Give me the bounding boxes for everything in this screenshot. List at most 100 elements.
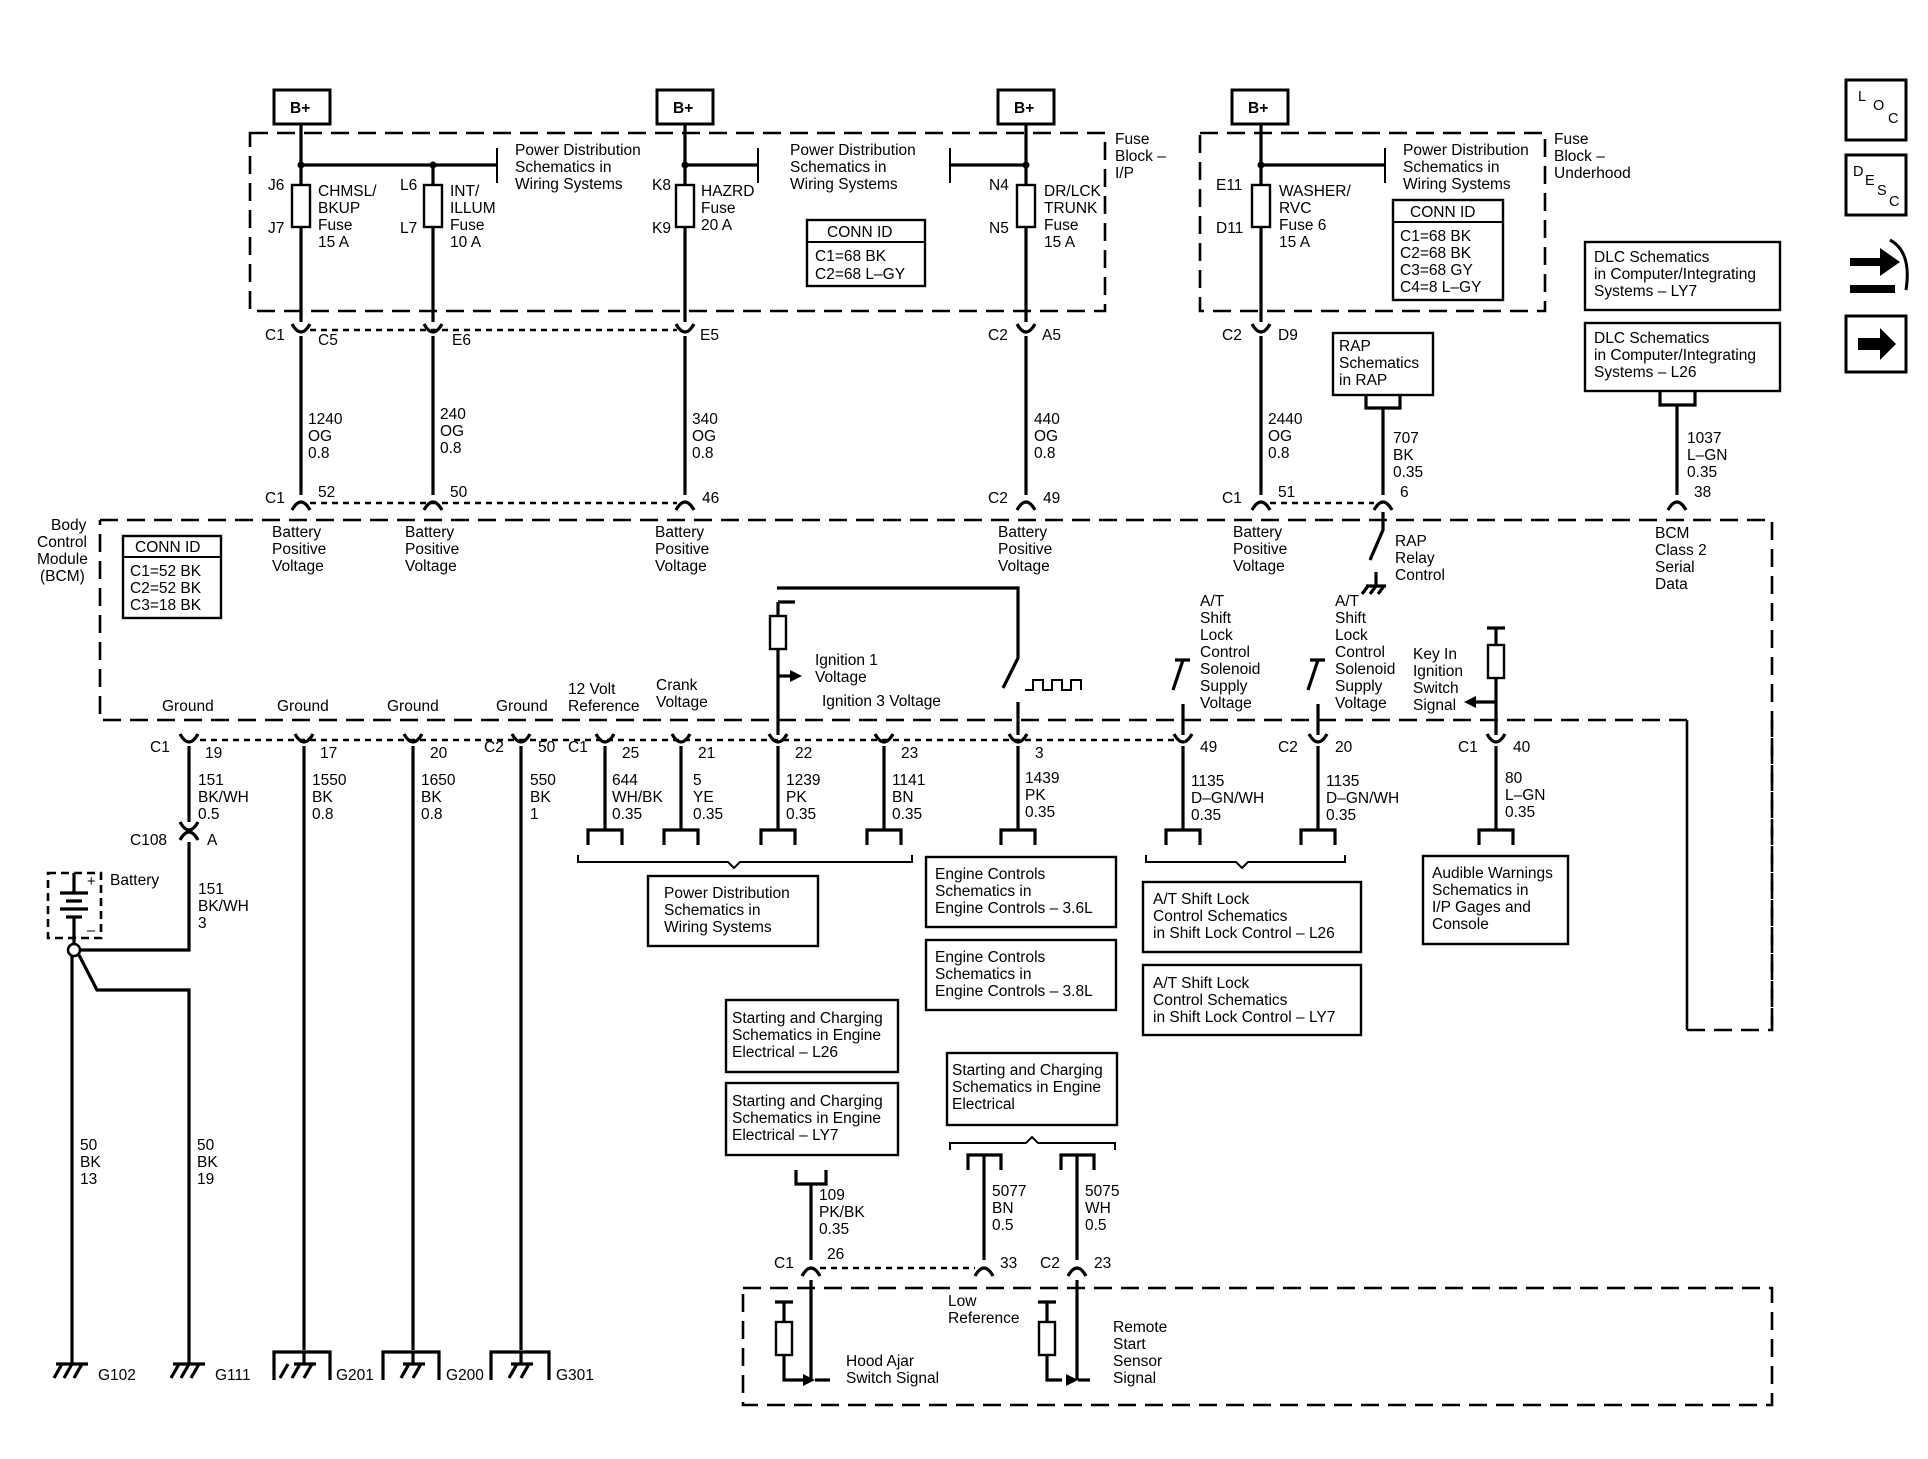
svg-text:G301: G301 xyxy=(556,1367,594,1384)
next-icon[interactable] xyxy=(1844,314,1908,374)
svg-text:Fuse: Fuse xyxy=(318,217,352,234)
svg-text:Shift: Shift xyxy=(1335,610,1367,627)
svg-text:BK: BK xyxy=(530,789,551,806)
svg-text:in Shift Lock Control – L26: in Shift Lock Control – L26 xyxy=(1153,925,1335,942)
svg-text:Schematics in: Schematics in xyxy=(664,902,760,919)
svg-text:Voltage: Voltage xyxy=(1200,695,1252,712)
svg-text:Schematics in: Schematics in xyxy=(935,883,1031,900)
svg-text:Voltage: Voltage xyxy=(1335,695,1387,712)
svg-text:Battery: Battery xyxy=(405,524,454,541)
svg-text:0.8: 0.8 xyxy=(308,445,330,462)
svg-text:C1=68 BK: C1=68 BK xyxy=(815,248,887,265)
svg-text:0.8: 0.8 xyxy=(1034,445,1056,462)
svg-text:INT/: INT/ xyxy=(450,183,480,200)
svg-text:Voltage: Voltage xyxy=(998,558,1050,575)
svg-text:Shift: Shift xyxy=(1200,610,1232,627)
svg-text:L–GN: L–GN xyxy=(1687,447,1728,464)
ground-labels: Ground Ground Ground Ground 12 VoltRefer… xyxy=(162,677,708,715)
svg-text:50: 50 xyxy=(197,1137,215,1154)
connector-icon[interactable] xyxy=(1850,238,1909,293)
svg-text:C1: C1 xyxy=(1222,490,1242,507)
fuse-block-underhood-outline xyxy=(1198,131,1547,313)
svg-text:Solenoid: Solenoid xyxy=(1200,661,1260,678)
svg-text:BKUP: BKUP xyxy=(318,200,360,217)
svg-text:A/T: A/T xyxy=(1335,593,1360,610)
svg-text:Fuse: Fuse xyxy=(701,200,735,217)
svg-text:Fuse: Fuse xyxy=(1115,131,1149,148)
conn-id-ip: CONN ID C1=68 BK C2=68 L–GY xyxy=(805,218,927,288)
svg-text:CONN ID: CONN ID xyxy=(1410,204,1475,221)
svg-text:A: A xyxy=(207,832,218,849)
svg-text:Ignition: Ignition xyxy=(1413,663,1463,680)
svg-text:C2: C2 xyxy=(484,739,504,756)
svg-text:Battery: Battery xyxy=(998,524,1047,541)
svg-text:RAP: RAP xyxy=(1339,338,1371,355)
svg-text:D9: D9 xyxy=(1278,327,1298,344)
svg-text:Schematics in Engine: Schematics in Engine xyxy=(952,1079,1101,1096)
svg-text:151: 151 xyxy=(198,881,224,898)
svg-text:1239: 1239 xyxy=(786,772,820,789)
svg-text:52: 52 xyxy=(318,484,335,501)
svg-text:Module: Module xyxy=(37,551,88,568)
svg-text:WH: WH xyxy=(1085,1200,1111,1217)
svg-text:BN: BN xyxy=(892,789,914,806)
svg-text:Wiring Systems: Wiring Systems xyxy=(664,919,772,936)
bplus-2: B+ xyxy=(655,88,715,126)
svg-text:E6: E6 xyxy=(452,332,471,349)
svg-text:Engine Controls – 3.8L: Engine Controls – 3.8L xyxy=(935,983,1093,1000)
svg-text:DLC Schematics: DLC Schematics xyxy=(1594,249,1710,266)
svg-text:Underhood: Underhood xyxy=(1554,165,1631,182)
svg-text:Supply: Supply xyxy=(1200,678,1248,695)
svg-text:0.5: 0.5 xyxy=(992,1217,1014,1234)
svg-text:Switch Signal: Switch Signal xyxy=(846,1370,939,1387)
svg-text:D–GN/WH: D–GN/WH xyxy=(1326,790,1399,807)
svg-text:L7: L7 xyxy=(400,220,417,237)
svg-text:+: + xyxy=(87,874,95,890)
svg-text:Positive: Positive xyxy=(272,541,326,558)
svg-text:Power Distribution: Power Distribution xyxy=(515,142,641,159)
svg-text:3: 3 xyxy=(1035,745,1044,762)
svg-text:B+: B+ xyxy=(673,100,693,117)
conn-id-bcm: CONN ID C1=52 BK C2=52 BK C3=18 BK xyxy=(121,534,223,620)
loc-icon[interactable]: LOC xyxy=(1844,78,1908,142)
svg-text:Schematics in: Schematics in xyxy=(1432,882,1528,899)
svg-text:Supply: Supply xyxy=(1335,678,1383,695)
svg-text:0.35: 0.35 xyxy=(612,806,642,823)
ground-g200: G200 xyxy=(381,1350,484,1384)
svg-text:Wiring Systems: Wiring Systems xyxy=(790,176,898,193)
svg-text:Starting and Charging: Starting and Charging xyxy=(732,1093,883,1110)
svg-text:0.35: 0.35 xyxy=(1326,807,1356,824)
battery-symbol: +– Battery xyxy=(46,871,191,1350)
svg-text:Key In: Key In xyxy=(1413,646,1457,663)
ground-g301: G301 xyxy=(489,1350,594,1384)
svg-text:B+: B+ xyxy=(290,100,310,117)
svg-text:J6: J6 xyxy=(268,177,284,194)
svg-text:0.8: 0.8 xyxy=(421,806,443,823)
svg-text:Electrical: Electrical xyxy=(952,1096,1015,1113)
svg-text:49: 49 xyxy=(1043,490,1060,507)
